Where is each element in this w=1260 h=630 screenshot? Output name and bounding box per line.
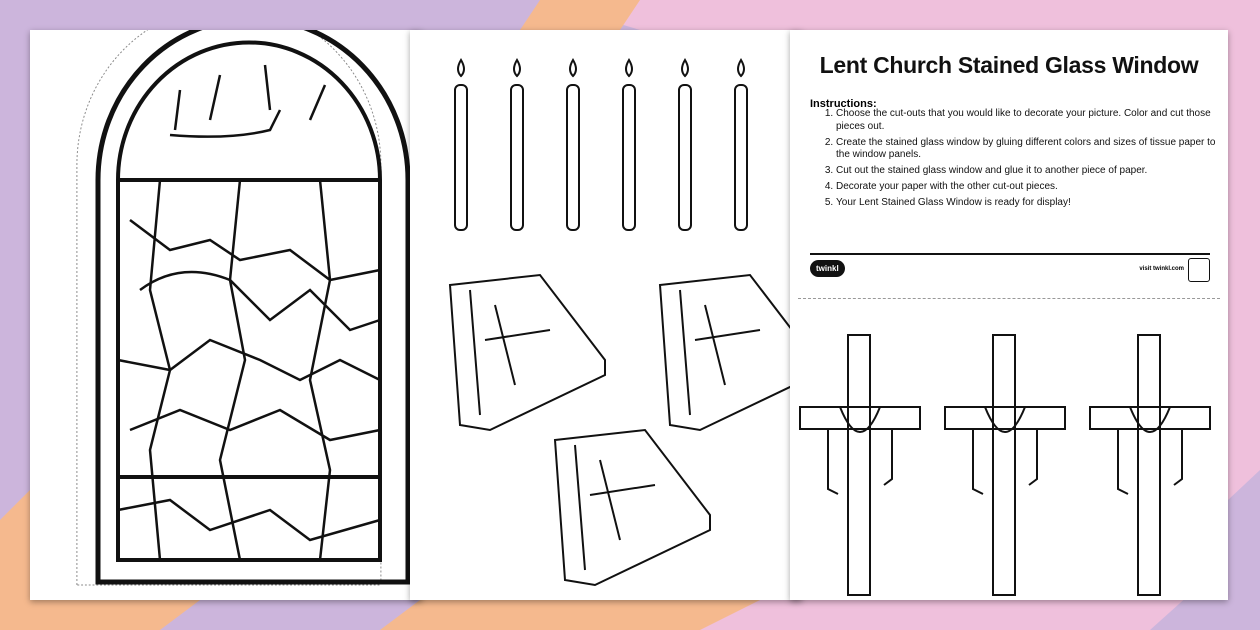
instructions-page: Lent Church Stained Glass Window Instruc… <box>790 30 1228 600</box>
instruction-item: Create the stained glass window by gluin… <box>836 137 1231 162</box>
badge-icon <box>1188 258 1210 282</box>
cut-line <box>798 298 1220 299</box>
footer-link: visit twinkl.com <box>1139 266 1184 272</box>
candle-cutout <box>678 58 692 231</box>
bible-cutout <box>553 428 711 587</box>
candle-cutout <box>510 58 524 231</box>
instructions-heading: Instructions: <box>810 98 877 110</box>
candle-cutout <box>734 58 748 231</box>
cross-cutout <box>1089 334 1211 596</box>
candle-cutout <box>566 58 580 231</box>
instructions-list: Choose the cut-outs that you would like … <box>810 108 1231 213</box>
crosses-illustration <box>799 334 1211 596</box>
cross-cutout <box>944 334 1066 596</box>
page-title: Lent Church Stained Glass Window <box>819 52 1199 78</box>
cutouts-page <box>410 30 802 600</box>
instruction-item: Choose the cut-outs that you would like … <box>836 108 1231 133</box>
candles-and-books-illustration <box>448 58 802 587</box>
twinkl-logo: twinkl <box>810 260 845 277</box>
instruction-item: Decorate your paper with the other cut-o… <box>836 181 1231 194</box>
cross-cutout <box>799 334 921 596</box>
instruction-item: Your Lent Stained Glass Window is ready … <box>836 197 1231 210</box>
bible-cutout <box>448 273 606 432</box>
stained-glass-window-illustration <box>76 30 411 586</box>
candle-cutout <box>454 58 468 231</box>
divider <box>810 253 1210 255</box>
instruction-item: Cut out the stained glass window and glu… <box>836 165 1231 178</box>
bible-cutout <box>658 273 802 432</box>
candle-cutout <box>622 58 636 231</box>
stained-glass-window-page <box>30 30 422 600</box>
